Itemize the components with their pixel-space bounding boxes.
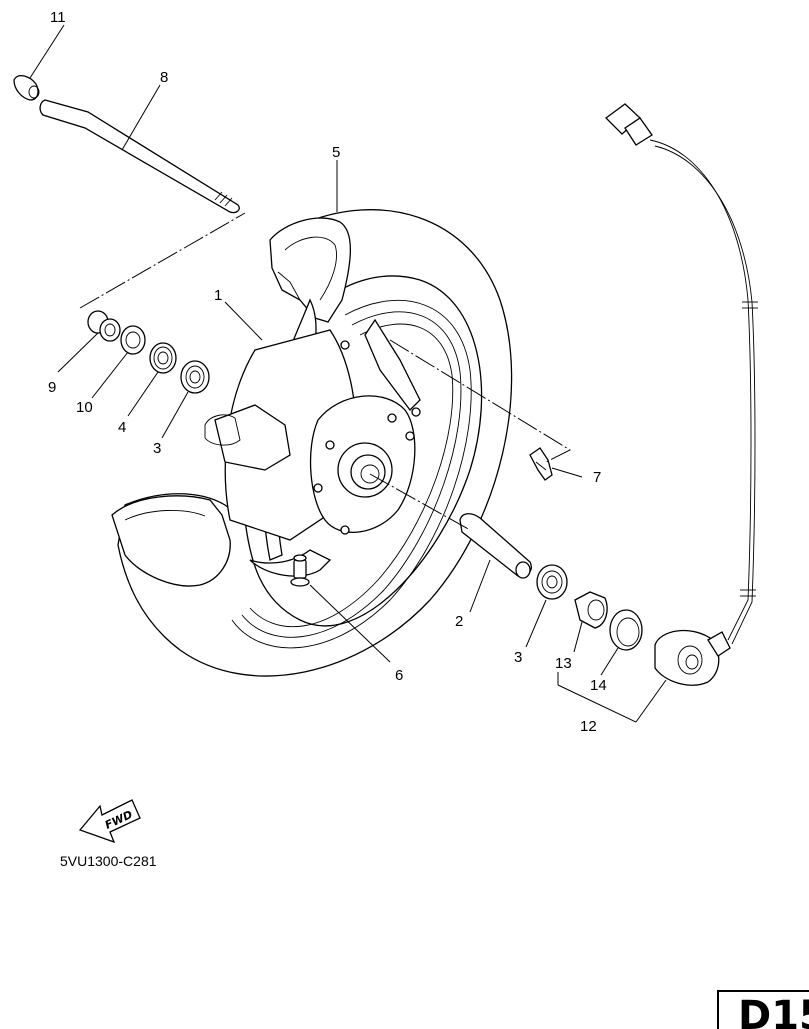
callout-2: 2	[455, 613, 463, 630]
callout-7: 7	[593, 469, 601, 486]
drawing-code: 5VU1300-C281	[60, 853, 157, 869]
callout-13: 13	[555, 655, 572, 672]
fwd-arrow-icon: FWD	[78, 799, 141, 844]
callout-3-left: 3	[153, 440, 161, 457]
page-tag-text: D15	[738, 993, 809, 1029]
leader-lines	[29, 24, 667, 723]
axle	[39, 99, 240, 214]
callout-11: 11	[50, 9, 66, 26]
callout-numbers: 11 8 5 1 9 10 4 3 7 2 3 13 14 12 6	[48, 9, 607, 735]
callout-14: 14	[590, 677, 607, 694]
callout-3-right: 3	[514, 649, 522, 666]
wheel-hub	[204, 329, 421, 541]
clip-7	[529, 447, 553, 481]
clutch-13	[574, 591, 608, 629]
callout-12: 12	[580, 718, 597, 735]
bearing-3-right	[536, 564, 568, 600]
seal-14	[609, 609, 643, 651]
callout-4: 4	[118, 419, 126, 436]
gear-unit-12	[654, 629, 731, 686]
bearing-4	[149, 342, 177, 374]
callout-10: 10	[76, 399, 93, 416]
callout-6: 6	[395, 667, 403, 684]
axle-cap	[13, 74, 40, 101]
page-tag: D15	[717, 990, 809, 1029]
callout-5: 5	[332, 144, 340, 161]
oil-seal-10	[120, 325, 146, 355]
callout-8: 8	[160, 69, 168, 86]
callout-9: 9	[48, 379, 56, 396]
collar-9	[87, 310, 121, 342]
callout-1: 1	[214, 287, 222, 304]
valve	[290, 554, 310, 587]
speedometer-cable	[605, 103, 758, 645]
spacer	[459, 513, 532, 579]
bearing-3-left	[180, 360, 210, 394]
